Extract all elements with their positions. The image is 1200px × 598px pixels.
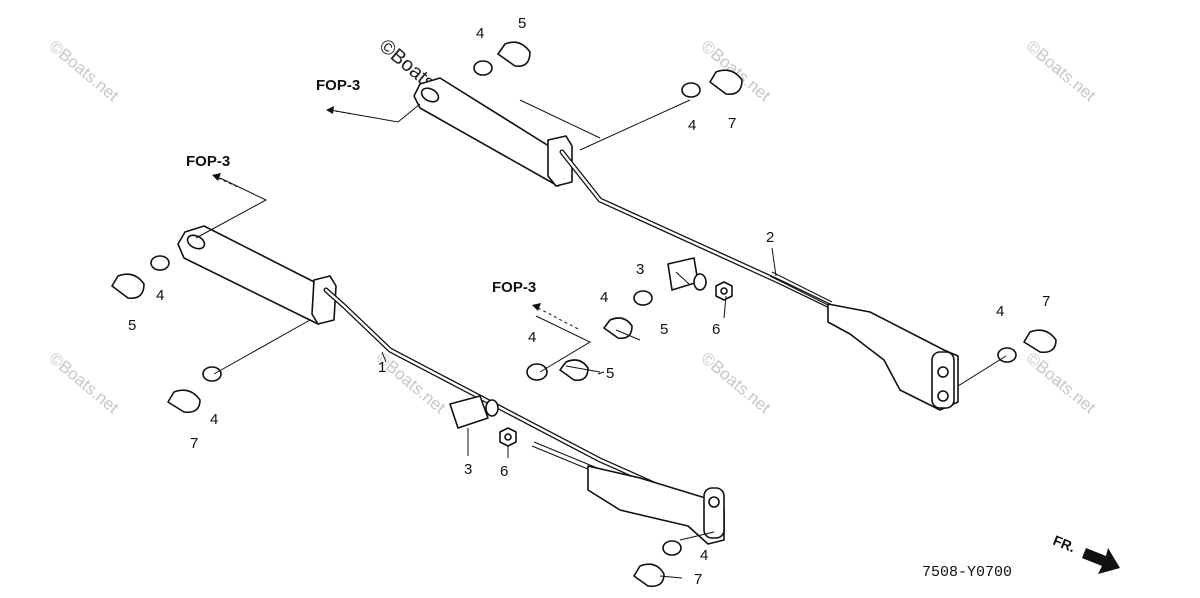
upper-pin-tip <box>693 273 707 291</box>
leader-line <box>659 575 683 579</box>
clip <box>497 41 531 68</box>
leader-line <box>535 315 592 373</box>
fop-label[interactable]: FOP-3 <box>186 153 230 170</box>
callout-2[interactable]: 2 <box>766 229 774 246</box>
lower-bracket-plate <box>703 487 725 539</box>
washer <box>662 540 682 556</box>
callout-3[interactable]: 3 <box>636 261 644 278</box>
clip <box>167 389 201 414</box>
leader-line <box>213 319 311 375</box>
callout-5[interactable]: 5 <box>660 321 668 338</box>
lower-rod-highlight <box>324 288 692 502</box>
leader-line <box>771 247 777 277</box>
leader-line <box>597 371 605 375</box>
front-direction-indicator: FR. <box>1051 532 1120 574</box>
lower-pin <box>449 395 489 429</box>
callout-7[interactable]: 7 <box>728 115 736 132</box>
upper-bracket-hole <box>937 366 949 378</box>
washer <box>473 60 493 76</box>
watermark: ©Boats.net <box>697 37 774 106</box>
clip <box>633 563 665 588</box>
leader-line <box>679 531 715 541</box>
lower-pin-tip <box>485 399 499 417</box>
lower-arm-pivot <box>311 275 337 325</box>
fop-arrows <box>212 106 581 331</box>
fop-arrow <box>217 177 241 189</box>
washer <box>681 82 701 98</box>
callouts: 1 2 3 3 4 4 4 4 4 4 4 4 5 5 5 5 6 6 7 7 … <box>128 15 1050 588</box>
leader-line <box>329 103 421 123</box>
upper-bracket-hole <box>937 390 949 402</box>
diagram-code: 7508-Y0700 <box>922 564 1012 581</box>
callout-4[interactable]: 4 <box>476 25 484 42</box>
callout-4[interactable]: 4 <box>688 117 696 134</box>
callout-3[interactable]: 3 <box>464 461 472 478</box>
clip <box>111 273 145 300</box>
callout-5[interactable]: 5 <box>518 15 526 32</box>
callout-1[interactable]: 1 <box>378 359 386 376</box>
fop-arrowhead <box>212 173 221 181</box>
callout-4[interactable]: 4 <box>700 547 708 564</box>
fop-arrowhead <box>532 303 541 311</box>
fop-arrow <box>329 109 353 115</box>
washer <box>526 363 548 381</box>
upper-pin <box>667 257 699 291</box>
fop-label[interactable]: FOP-3 <box>492 279 536 296</box>
upper-nut-hole <box>720 287 728 295</box>
leader-line <box>565 329 641 373</box>
callout-4[interactable]: 4 <box>210 411 218 428</box>
lower-rod-end-bracket <box>587 465 725 545</box>
leader-line <box>723 295 727 319</box>
callout-5[interactable]: 5 <box>128 317 136 334</box>
fop-label[interactable]: FOP-3 <box>316 77 360 94</box>
lower-bracket-hole <box>708 496 720 508</box>
upper-rod-end-bracket <box>827 303 959 411</box>
direction-arrow-icon <box>1082 548 1120 574</box>
callout-4[interactable]: 4 <box>996 303 1004 320</box>
lower-nut-hole <box>504 433 512 441</box>
leader-line <box>381 351 387 363</box>
watermark: ©Boats.net <box>1022 349 1099 418</box>
leader-line <box>519 99 691 151</box>
watermark: ©Boats.net <box>697 349 774 418</box>
callout-4[interactable]: 4 <box>156 287 164 304</box>
fop-arrowhead <box>326 106 334 114</box>
washer <box>202 366 222 382</box>
callout-7[interactable]: 7 <box>694 571 702 588</box>
upper-arm-pivot <box>547 135 573 187</box>
upper-arm-hole <box>420 87 440 103</box>
upper-bracket-plate <box>931 351 955 409</box>
watermark: ©Boats.net <box>1022 37 1099 106</box>
watermark: ©Boats.net <box>45 37 122 106</box>
lower-linkage-assembly <box>111 225 725 588</box>
washer <box>633 290 653 306</box>
clip <box>559 359 589 382</box>
leader-line <box>957 355 1007 387</box>
clip <box>1023 329 1057 354</box>
clip <box>603 317 633 340</box>
upper-rod-thread <box>769 271 833 307</box>
clip <box>709 69 743 96</box>
callout-6[interactable]: 6 <box>712 321 720 338</box>
callout-7[interactable]: 7 <box>190 435 198 452</box>
upper-linkage-assembly <box>413 41 1057 411</box>
washer <box>150 255 170 271</box>
callout-5[interactable]: 5 <box>606 365 614 382</box>
direction-label: FR. <box>1051 532 1078 555</box>
callout-7[interactable]: 7 <box>1042 293 1050 310</box>
fop-arrow <box>537 307 581 331</box>
callout-4[interactable]: 4 <box>600 289 608 306</box>
leader-lines <box>195 99 1007 579</box>
callout-6[interactable]: 6 <box>500 463 508 480</box>
callout-4[interactable]: 4 <box>528 329 536 346</box>
watermark: ©Boats.net <box>45 349 122 418</box>
leader-line <box>675 271 691 286</box>
